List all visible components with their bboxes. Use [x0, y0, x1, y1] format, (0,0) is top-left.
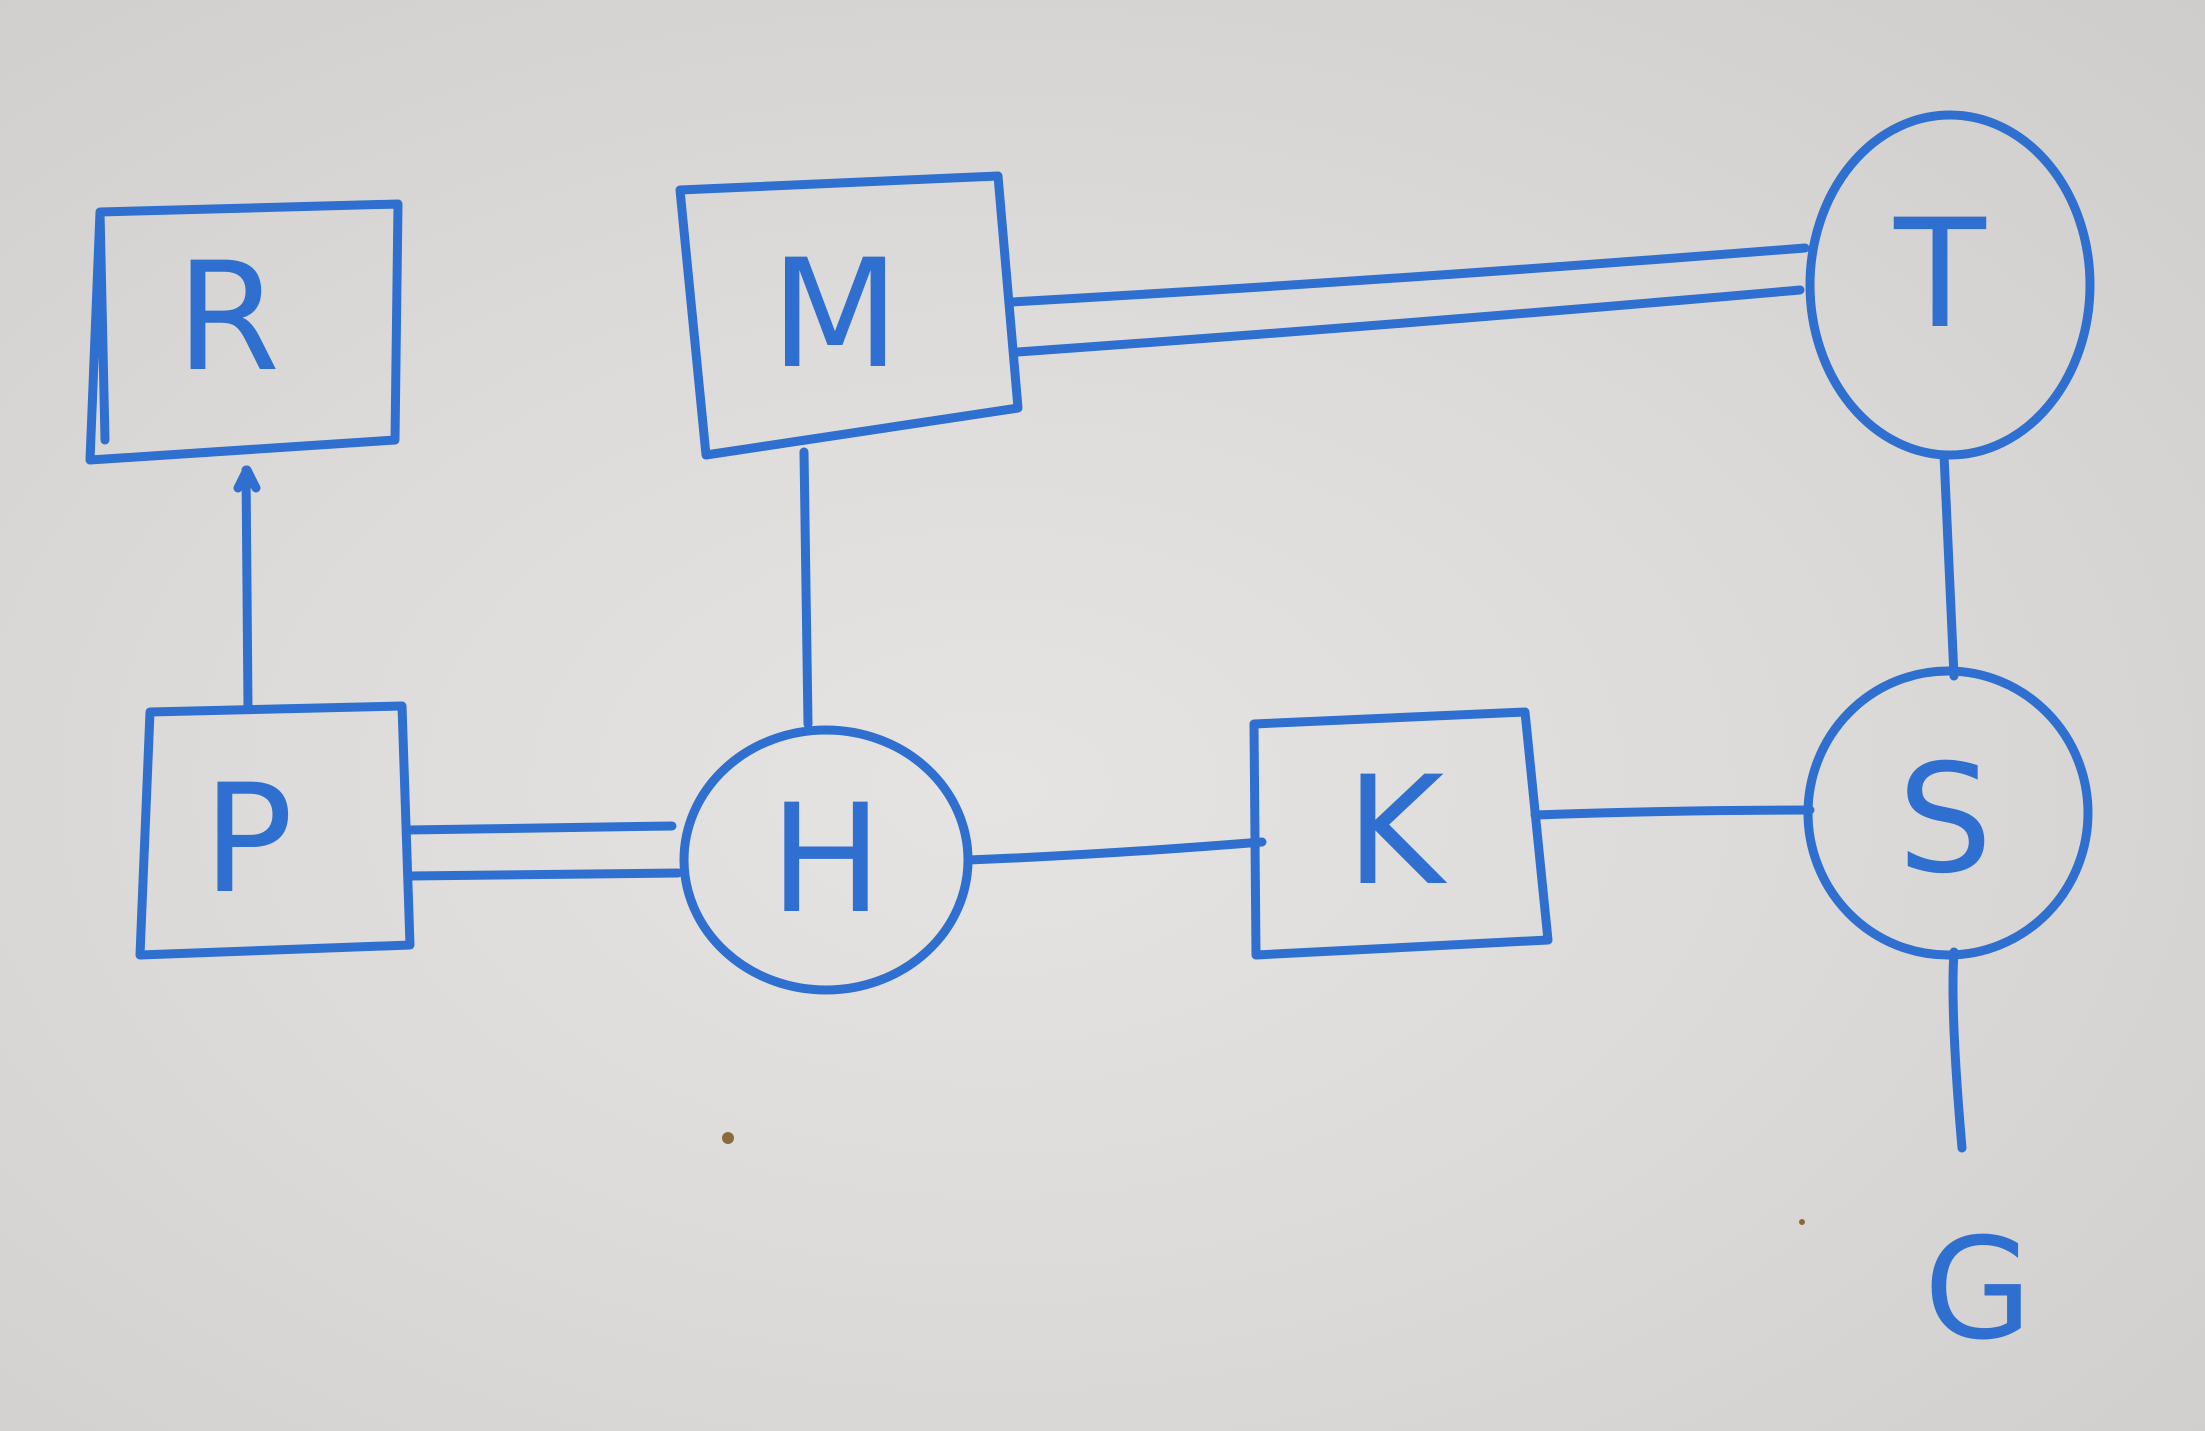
edge-p-to-h-double-line-2	[405, 868, 683, 881]
paper-speck	[722, 1132, 734, 1144]
node-h-label: H	[770, 773, 883, 947]
node-s-circle	[1803, 666, 2093, 960]
node-t-circle	[1805, 110, 2095, 460]
node-r-label: R	[176, 231, 280, 405]
edge-p-to-r-arrowhead	[233, 465, 261, 493]
edge-p-to-r-arrow	[241, 465, 253, 713]
edge-s-to-g	[1948, 947, 1967, 1153]
node-h: H	[679, 725, 973, 995]
edge-k-to-s	[1530, 805, 1815, 820]
node-r-box	[85, 199, 403, 465]
node-k: K	[1249, 707, 1553, 960]
edge-m-to-t-double-line-2	[1013, 285, 1805, 357]
node-s: S	[1803, 666, 2093, 960]
edge-t-to-s	[1939, 450, 1959, 681]
node-p: P	[135, 701, 415, 960]
node-s-label: S	[1897, 733, 1992, 907]
edge-h-to-k	[963, 837, 1267, 865]
node-m-label: M	[770, 228, 899, 402]
edges	[233, 243, 1967, 1153]
node-p-label: P	[203, 753, 293, 927]
node-t-label: T	[1893, 188, 1987, 362]
node-m: M	[675, 171, 1023, 460]
node-k-box	[1249, 707, 1553, 960]
edge-m-to-t-double-line-1	[1007, 243, 1810, 307]
edge-p-to-h-double-line-1	[403, 821, 677, 835]
node-g-label: G	[1924, 1209, 2033, 1372]
node-h-circle	[679, 725, 973, 995]
node-m-box	[675, 171, 1023, 460]
node-t: T	[1805, 110, 2095, 460]
node-k-label: K	[1346, 745, 1448, 919]
paper-speck	[1799, 1219, 1805, 1225]
edge-m-to-h	[799, 447, 813, 729]
node-p-box	[135, 701, 415, 960]
node-r: R	[85, 199, 403, 465]
